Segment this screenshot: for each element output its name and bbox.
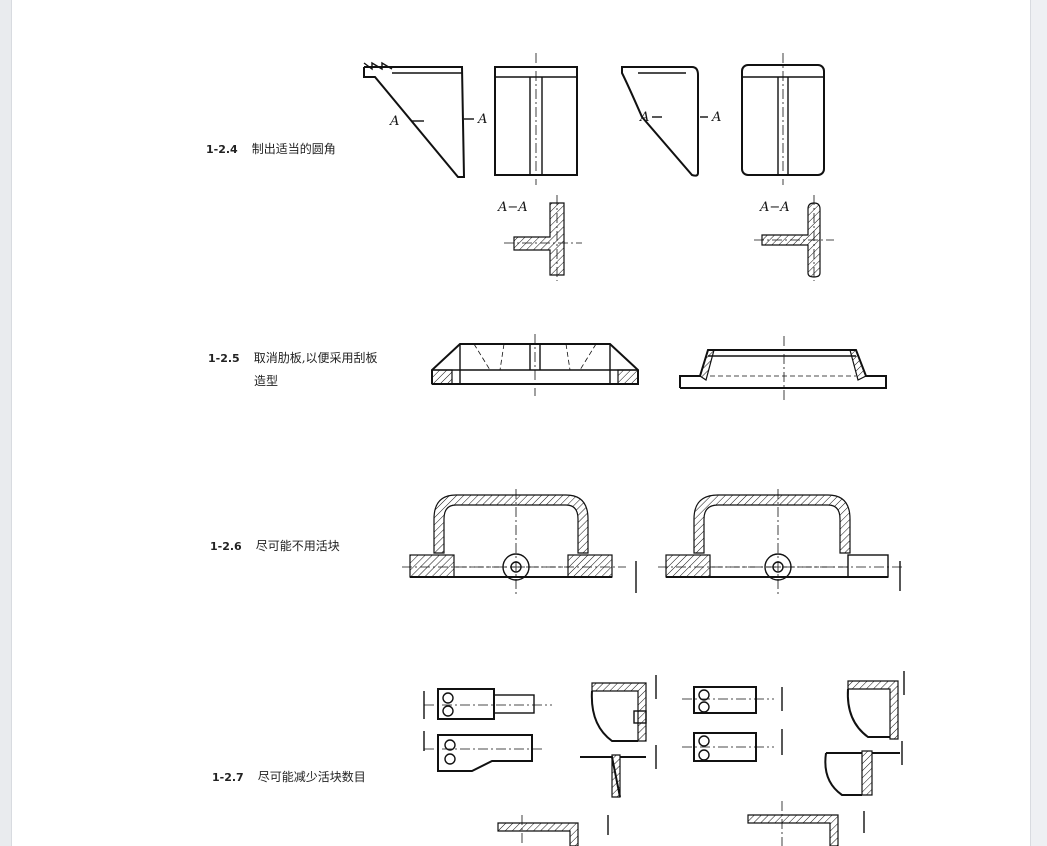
section-label: A bbox=[711, 110, 721, 125]
caption-number: 1-2.4 bbox=[206, 143, 238, 156]
section-title: A−A bbox=[497, 200, 528, 215]
section-label: A bbox=[389, 114, 399, 129]
scrollbar-track[interactable] bbox=[1031, 0, 1047, 846]
figure-1-2-7 bbox=[423, 671, 905, 846]
caption-number: 1-2.7 bbox=[212, 771, 244, 784]
section-title: A−A bbox=[759, 200, 790, 215]
caption-text-continued: 造型 bbox=[254, 374, 279, 388]
caption-number: 1-2.6 bbox=[210, 540, 242, 553]
caption-text: 尽可能减少活块数目 bbox=[257, 770, 366, 784]
figure-1-2-5 bbox=[431, 334, 887, 400]
caption-text: 制出适当的圆角 bbox=[251, 142, 336, 156]
section-label: A bbox=[639, 110, 649, 125]
caption-1-2-7: 1-2.7 尽可能减少活块数目 bbox=[212, 766, 366, 789]
caption-1-2-5: 1-2.5 取消肋板,以便采用刮板 造型 bbox=[208, 347, 378, 392]
scan-speck bbox=[411, 302, 413, 304]
caption-number: 1-2.5 bbox=[208, 352, 240, 365]
section-label: A bbox=[477, 112, 487, 127]
figure-1-2-6 bbox=[402, 489, 902, 597]
caption-text: 取消肋板,以便采用刮板 bbox=[253, 351, 378, 365]
figure-1-2-4: A A A A A−A A−A bbox=[363, 53, 834, 281]
caption-text: 尽可能不用活块 bbox=[255, 539, 340, 553]
scan-speck bbox=[397, 225, 399, 227]
document-page: 1-2.4 制出适当的圆角 1-2.5 取消肋板,以便采用刮板 造型 1-2.6 尽可… bbox=[12, 0, 1030, 846]
caption-1-2-4: 1-2.4 制出适当的圆角 bbox=[206, 138, 336, 161]
caption-1-2-6: 1-2.6 尽可能不用活块 bbox=[210, 535, 340, 558]
